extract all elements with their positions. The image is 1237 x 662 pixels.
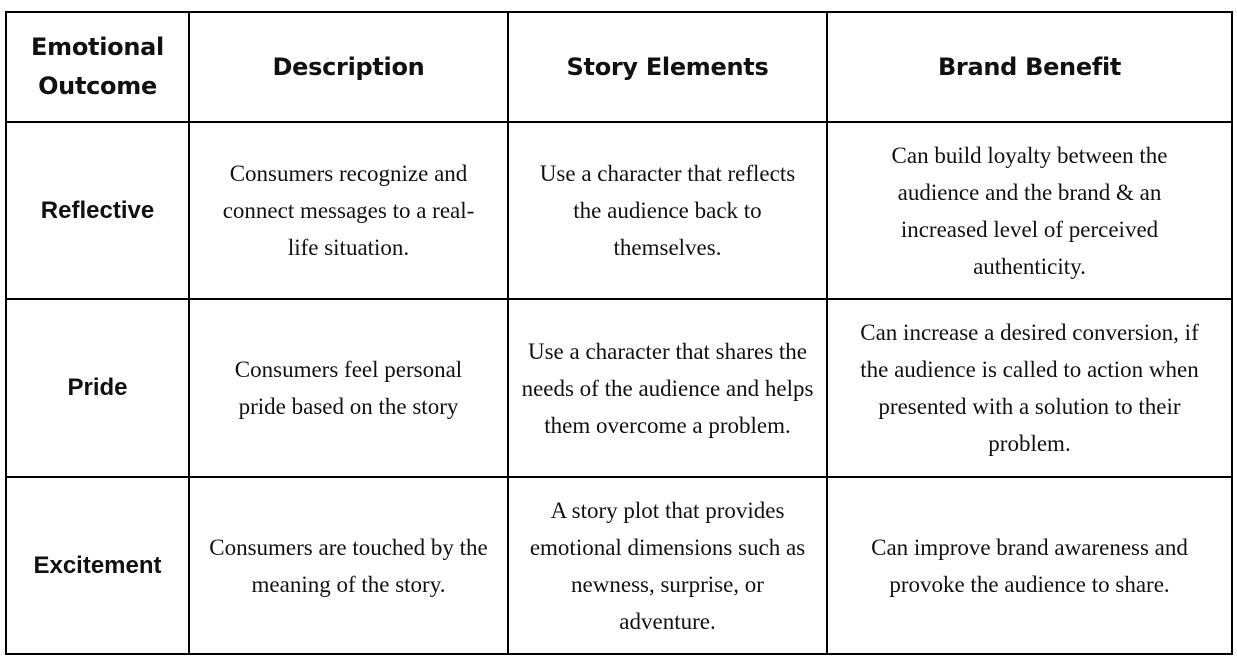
table-row: Reflective Consumers recognize and conne… bbox=[5, 121, 1233, 300]
description-cell: Consumers recognize and connect messages… bbox=[188, 121, 509, 300]
brand-benefit-cell: Can improve brand awareness and provoke … bbox=[826, 476, 1233, 655]
story-elements-cell: Use a character that reflects the audien… bbox=[507, 121, 828, 300]
table-row: Excitement Consumers are touched by the … bbox=[5, 476, 1233, 655]
table-row: Pride Consumers feel personal pride base… bbox=[5, 298, 1233, 478]
emotional-outcomes-table: Emotional Outcome Description Story Elem… bbox=[5, 11, 1233, 655]
header-brand-benefit: Brand Benefit bbox=[826, 11, 1233, 123]
header-emotional-outcome: Emotional Outcome bbox=[5, 11, 190, 123]
brand-benefit-cell: Can increase a desired conversion, if th… bbox=[826, 298, 1233, 478]
header-description: Description bbox=[188, 11, 509, 123]
story-elements-cell: Use a character that shares the needs of… bbox=[507, 298, 828, 478]
header-row: Emotional Outcome Description Story Elem… bbox=[5, 11, 1233, 123]
outcome-cell: Reflective bbox=[5, 121, 190, 300]
brand-benefit-cell: Can build loyalty between the audience a… bbox=[826, 121, 1233, 300]
outcome-cell: Excitement bbox=[5, 476, 190, 655]
description-cell: Consumers are touched by the meaning of … bbox=[188, 476, 509, 655]
header-story-elements: Story Elements bbox=[507, 11, 828, 123]
story-elements-cell: A story plot that provides emotional dim… bbox=[507, 476, 828, 655]
outcome-cell: Pride bbox=[5, 298, 190, 478]
description-cell: Consumers feel personal pride based on t… bbox=[188, 298, 509, 478]
